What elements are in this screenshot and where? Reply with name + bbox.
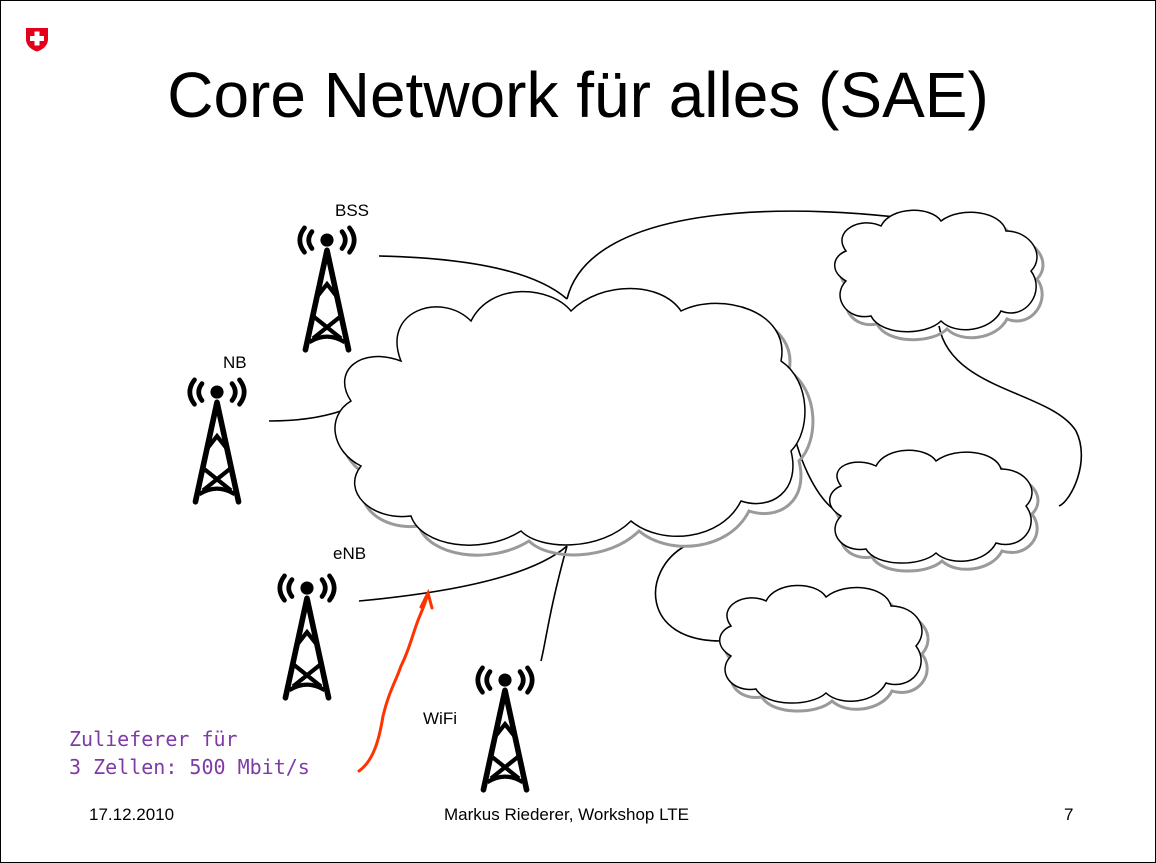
footer-date: 17.12.2010 bbox=[89, 805, 175, 824]
annotation-line-1: Zulieferer für bbox=[69, 727, 238, 751]
footer-page-number: 7 bbox=[1064, 805, 1074, 824]
nb-tower-icon bbox=[190, 380, 244, 502]
bss-link-line bbox=[378, 255, 568, 300]
wifi-link-line bbox=[540, 545, 568, 662]
core-to-bottom-cloud-line bbox=[654, 545, 722, 642]
enb-tower-icon bbox=[280, 576, 334, 698]
bss-tower-icon bbox=[300, 228, 354, 350]
wifi-tower-icon bbox=[478, 668, 532, 790]
footer-author: Markus Riederer, Workshop LTE bbox=[444, 805, 690, 824]
bss-label: BSS bbox=[335, 201, 370, 220]
annotation-arrow bbox=[357, 594, 429, 773]
peer-network-cloud-right bbox=[829, 449, 1040, 573]
enb-link-line bbox=[358, 545, 568, 602]
annotation-line-2: 3 Zellen: 500 Mbit/s bbox=[69, 755, 310, 779]
top-to-right-cloud-line bbox=[938, 325, 1083, 507]
core-to-top-cloud-line bbox=[566, 210, 940, 300]
enb-label: eNB bbox=[333, 544, 367, 563]
swiss-cross-logo-icon bbox=[26, 28, 48, 52]
wifi-label: WiFi bbox=[423, 709, 457, 728]
slide-title: Core Network für alles (SAE) bbox=[167, 59, 989, 131]
peer-network-cloud-bottom bbox=[719, 584, 930, 713]
annotation-arrowhead bbox=[419, 588, 434, 610]
core-network-cloud bbox=[334, 287, 815, 557]
nb-label: NB bbox=[223, 353, 247, 372]
peer-network-cloud-top bbox=[834, 209, 1045, 342]
nb-link-line bbox=[268, 410, 342, 422]
